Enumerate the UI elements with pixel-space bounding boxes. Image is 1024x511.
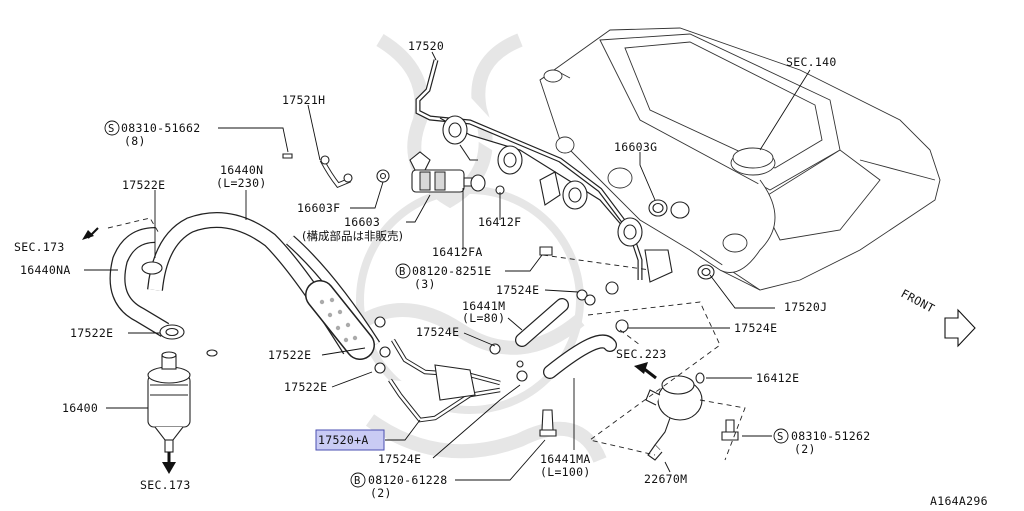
fuel-filter bbox=[147, 349, 218, 453]
fuel-pipe-assembly bbox=[388, 338, 501, 423]
label-08310-51662-qty: (8) bbox=[124, 134, 146, 148]
label-17522e-low2: 17522E bbox=[284, 380, 327, 394]
label-08120-61228: 08120-61228 bbox=[368, 473, 447, 487]
watermark bbox=[345, 33, 607, 463]
part-highlight-17520a bbox=[315, 429, 385, 451]
injector-4 bbox=[617, 217, 643, 247]
label-17524e-b: 17524E bbox=[416, 325, 459, 339]
label-16440n: 16440N bbox=[220, 163, 263, 177]
arrow-sec173-bottom bbox=[162, 462, 176, 474]
label-16441m: 16441M bbox=[462, 299, 505, 313]
hose-clamps bbox=[374, 281, 629, 382]
label-17520: 17520 bbox=[408, 39, 444, 53]
injector-2 bbox=[497, 145, 523, 175]
hose-17521h bbox=[282, 153, 353, 189]
screw-symbol-2 bbox=[773, 428, 789, 444]
engine-valve-cover bbox=[539, 27, 941, 291]
fastener-symbols: S B S B bbox=[104, 120, 789, 488]
label-17520-a: 17520+A bbox=[318, 433, 369, 447]
label-17524e-d: 17524E bbox=[378, 452, 421, 466]
label-22670m: 22670M bbox=[644, 472, 687, 486]
front-arrow-icon bbox=[944, 308, 976, 348]
leader-lines bbox=[84, 51, 811, 481]
label-sec223: SEC.223 bbox=[616, 347, 667, 361]
label-16441ma: 16441MA bbox=[540, 452, 591, 466]
label-16412f: 16412F bbox=[478, 215, 521, 229]
label-17520j: 17520J bbox=[784, 300, 827, 314]
label-16440n-len: (L=230) bbox=[216, 176, 267, 190]
bolt-symbol-2 bbox=[350, 472, 366, 488]
label-16603f: 16603F bbox=[297, 201, 340, 215]
dashed-guides bbox=[107, 217, 746, 461]
label-front: FRONT bbox=[899, 286, 937, 315]
injector-1 bbox=[442, 115, 478, 161]
label-16603g: 16603G bbox=[614, 140, 657, 154]
label-08120-8251e: 08120-8251E bbox=[412, 264, 491, 278]
injector-exploded bbox=[376, 151, 505, 195]
hose-16441m bbox=[515, 298, 569, 347]
label-17521h: 17521H bbox=[282, 93, 325, 107]
label-17522e-top: 17522E bbox=[122, 178, 165, 192]
label-16441ma-len: (L=100) bbox=[540, 465, 591, 479]
label-16412e: 16412E bbox=[756, 371, 799, 385]
label-08310-51262: 08310-51262 bbox=[791, 429, 870, 443]
screw-symbol-1-text: S bbox=[108, 123, 114, 135]
screw-symbol-2-text: S bbox=[777, 431, 783, 443]
arrow-sec173-left bbox=[82, 230, 94, 240]
screw-symbol-1 bbox=[104, 120, 120, 136]
fuel-injectors bbox=[442, 115, 673, 283]
label-sec173-bottom: SEC.173 bbox=[140, 478, 191, 492]
label-sec140: SEC.140 bbox=[786, 55, 837, 69]
label-08310-51262-qty: (2) bbox=[794, 442, 816, 456]
label-16603: 16603 bbox=[344, 215, 380, 229]
o-rings bbox=[648, 199, 715, 280]
label-sec173-left: SEC.173 bbox=[14, 240, 65, 254]
hose-16440na bbox=[109, 227, 185, 340]
arrow-sec223 bbox=[634, 362, 648, 374]
bolts bbox=[539, 246, 739, 441]
label-17522e-mid: 17522E bbox=[70, 326, 113, 340]
direction-arrows bbox=[82, 227, 976, 474]
label-16440na: 16440NA bbox=[20, 263, 71, 277]
label-08120-61228-qty: (2) bbox=[370, 486, 392, 500]
label-17522e-low1: 17522E bbox=[268, 348, 311, 362]
bolt-symbol-1-text: B bbox=[399, 266, 405, 278]
hose-16441ma bbox=[543, 334, 617, 379]
pressure-regulator bbox=[645, 372, 705, 461]
label-17524e-a: 17524E bbox=[496, 283, 539, 297]
rail-bracket bbox=[539, 171, 561, 206]
label-17524e-c: 17524E bbox=[734, 321, 777, 335]
label-16603-note: (構成部品は非販売) bbox=[302, 229, 403, 243]
label-08120-8251e-qty: (3) bbox=[414, 277, 436, 291]
label-08310-51662: 08310-51662 bbox=[121, 121, 200, 135]
bolt-symbol-1 bbox=[395, 263, 411, 279]
label-16400: 16400 bbox=[62, 401, 98, 415]
label-16412fa: 16412FA bbox=[432, 245, 483, 259]
hose-16440n bbox=[147, 212, 381, 360]
rail-mount-bracket bbox=[644, 249, 673, 283]
label-16441m-len: (L=80) bbox=[462, 311, 505, 325]
bolt-symbol-2-text: B bbox=[354, 475, 360, 487]
part-labels: 17520 SEC.140 17521H 08310-51662 (8) 164… bbox=[14, 39, 988, 508]
injector-3 bbox=[562, 180, 588, 210]
diagram-code: A164A296 bbox=[930, 494, 988, 508]
